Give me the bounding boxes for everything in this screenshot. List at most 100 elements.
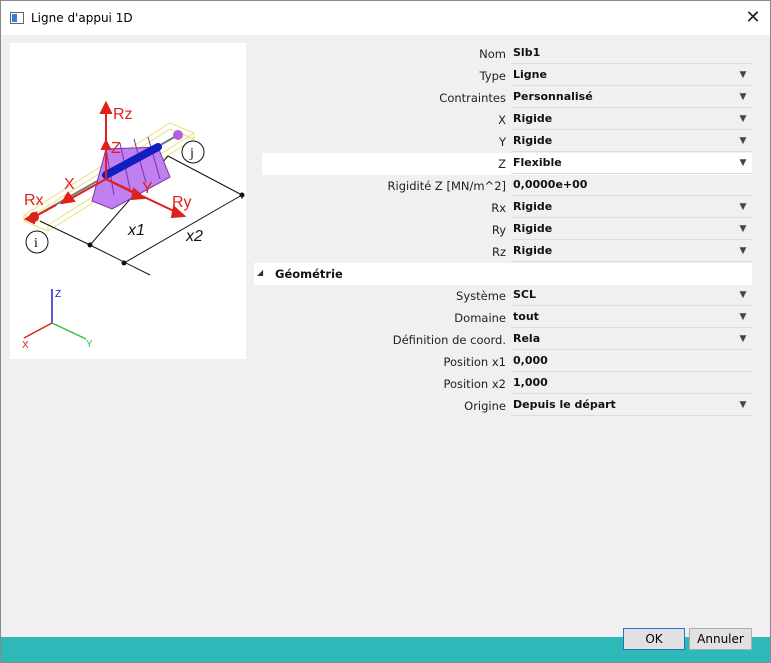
rz-select[interactable]: Rigide ▼ bbox=[511, 241, 752, 262]
prop-value: Personnalisé bbox=[513, 90, 593, 103]
dim-dot-1 bbox=[87, 242, 93, 248]
ok-button[interactable]: OK bbox=[623, 628, 685, 650]
prop-row-type: Type Ligne ▼ bbox=[254, 65, 752, 87]
label-z: Z bbox=[111, 140, 121, 157]
label-rz: Rz bbox=[113, 106, 133, 123]
prop-label: Nom bbox=[479, 47, 506, 61]
definition-select[interactable]: Rela ▼ bbox=[511, 329, 752, 350]
close-icon[interactable]: ✕ bbox=[745, 7, 761, 28]
prop-value: Rigide bbox=[513, 112, 553, 125]
window-icon bbox=[10, 12, 24, 24]
label-x: X bbox=[64, 176, 75, 193]
prop-value: tout bbox=[513, 310, 539, 323]
support-diagram: Rz Z X Y Rx Ry x1 x2 i j Z X Y bbox=[22, 100, 245, 351]
chevron-down-icon[interactable]: ▼ bbox=[739, 70, 747, 80]
chevron-down-icon[interactable]: ▼ bbox=[739, 92, 747, 102]
prop-row-x: X Rigide▼ bbox=[254, 109, 752, 131]
support-preview: Rz Z X Y Rx Ry x1 x2 i j Z X Y bbox=[10, 43, 246, 359]
chevron-down-icon[interactable]: ▼ bbox=[739, 136, 747, 146]
collapse-triangle-icon[interactable]: ◢ bbox=[257, 268, 264, 277]
prop-label: Ry bbox=[491, 223, 506, 237]
prop-row-contraintes: Contraintes Personnalisé ▼ bbox=[254, 87, 752, 109]
global-axis-z: Z bbox=[55, 289, 61, 300]
prop-label: Rigidité Z [MN/m^2] bbox=[387, 179, 506, 193]
node-j-label: j bbox=[189, 146, 194, 161]
section-geometrie[interactable]: ◢ Géométrie bbox=[254, 263, 752, 285]
dim-dot-3 bbox=[239, 192, 245, 198]
x-select[interactable]: Rigide ▼ bbox=[511, 109, 752, 130]
ry-select[interactable]: Rigide ▼ bbox=[511, 219, 752, 240]
axis-labels: Rz Z X Y Rx Ry bbox=[24, 106, 192, 211]
prop-value: Ligne bbox=[513, 68, 547, 81]
prop-row-nom: Nom Slb1 bbox=[254, 43, 752, 65]
prop-value: 1,000 bbox=[513, 376, 548, 389]
local-axes bbox=[23, 100, 187, 225]
label-x2: x2 bbox=[185, 228, 203, 245]
chevron-down-icon[interactable]: ▼ bbox=[739, 224, 747, 234]
prop-row-definition: Définition de coord. Rela ▼ bbox=[254, 329, 752, 351]
prop-value: Rela bbox=[513, 332, 541, 345]
chevron-down-icon[interactable]: ▼ bbox=[739, 114, 747, 124]
prop-label: Z bbox=[498, 157, 506, 171]
chevron-down-icon[interactable]: ▼ bbox=[739, 158, 747, 168]
node-j-circle bbox=[181, 140, 205, 164]
prop-row-position-x2: Position x2 1,000 bbox=[254, 373, 752, 395]
prop-label: Position x2 bbox=[443, 377, 506, 391]
label-y: Y bbox=[142, 180, 153, 197]
cancel-button[interactable]: Annuler bbox=[689, 628, 752, 650]
prop-label: Type bbox=[479, 69, 506, 83]
prop-value: 0,000 bbox=[513, 354, 548, 367]
rigidite-z-input[interactable]: 0,0000e+00 bbox=[511, 175, 752, 196]
nom-input[interactable]: Slb1 bbox=[511, 43, 752, 64]
prop-row-y: Y Rigide ▼ bbox=[254, 131, 752, 153]
position-x2-input[interactable]: 1,000 bbox=[511, 373, 752, 394]
z-select[interactable]: Flexible ▼ bbox=[511, 153, 752, 174]
prop-label: Contraintes bbox=[439, 91, 506, 105]
y-select[interactable]: Rigide ▼ bbox=[511, 131, 752, 152]
prop-value: Depuis le départ bbox=[513, 398, 616, 411]
prop-row-domaine: Domaine tout ▼ bbox=[254, 307, 752, 329]
position-x1-input[interactable]: 0,000 bbox=[511, 351, 752, 372]
prop-label: Position x1 bbox=[443, 355, 506, 369]
prop-value: Rigide bbox=[513, 244, 553, 257]
label-ry: Ry bbox=[172, 194, 192, 211]
contraintes-select[interactable]: Personnalisé ▼ bbox=[511, 87, 752, 108]
prop-row-rz: Rz Rigide ▼ bbox=[254, 241, 752, 263]
systeme-select[interactable]: SCL ▼ bbox=[511, 285, 752, 306]
dimension-lines bbox=[39, 155, 243, 276]
domaine-select[interactable]: tout ▼ bbox=[511, 307, 752, 328]
global-axes: Z X Y bbox=[22, 289, 93, 351]
prop-label: Système bbox=[456, 289, 506, 303]
chevron-down-icon[interactable]: ▼ bbox=[739, 400, 747, 410]
chevron-down-icon[interactable]: ▼ bbox=[739, 246, 747, 256]
section-title: Géométrie bbox=[275, 267, 343, 281]
prop-row-rx: Rx Rigide▼ bbox=[254, 197, 752, 219]
prop-label: Définition de coord. bbox=[392, 333, 506, 347]
prop-row-z: Z Flexible ▼ bbox=[262, 153, 752, 175]
chevron-down-icon[interactable]: ▼ bbox=[739, 202, 747, 212]
prop-value: Rigide bbox=[513, 134, 553, 147]
origine-select[interactable]: Depuis le départ ▼ bbox=[511, 395, 752, 416]
node-i-circle bbox=[25, 230, 49, 254]
node-j-dot bbox=[173, 130, 183, 140]
prop-row-systeme: Système SCL ▼ bbox=[254, 285, 752, 307]
prop-row-origine: Origine Depuis le départ▼ bbox=[254, 395, 752, 417]
prop-label: Rz bbox=[491, 245, 506, 259]
prop-value: SCL bbox=[513, 288, 537, 301]
prop-value: 0,0000e+00 bbox=[513, 178, 588, 191]
node-i-label: i bbox=[34, 236, 38, 251]
global-axis-y: Y bbox=[86, 339, 93, 350]
rx-select[interactable]: Rigide▼ bbox=[511, 197, 752, 218]
prop-label: Y bbox=[498, 135, 506, 149]
dim-dot-2 bbox=[121, 260, 127, 266]
prop-value: Flexible bbox=[513, 156, 562, 169]
prop-label: Domaine bbox=[454, 311, 506, 325]
prop-value: Rigide bbox=[513, 222, 553, 235]
chevron-down-icon[interactable]: ▼ bbox=[739, 290, 747, 300]
support-block bbox=[91, 136, 171, 210]
chevron-down-icon[interactable]: ▼ bbox=[739, 312, 747, 322]
type-select[interactable]: Ligne ▼ bbox=[511, 65, 752, 86]
title-bar: Ligne d'appui 1D ✕ bbox=[1, 1, 770, 35]
chevron-down-icon[interactable]: ▼ bbox=[739, 334, 747, 344]
